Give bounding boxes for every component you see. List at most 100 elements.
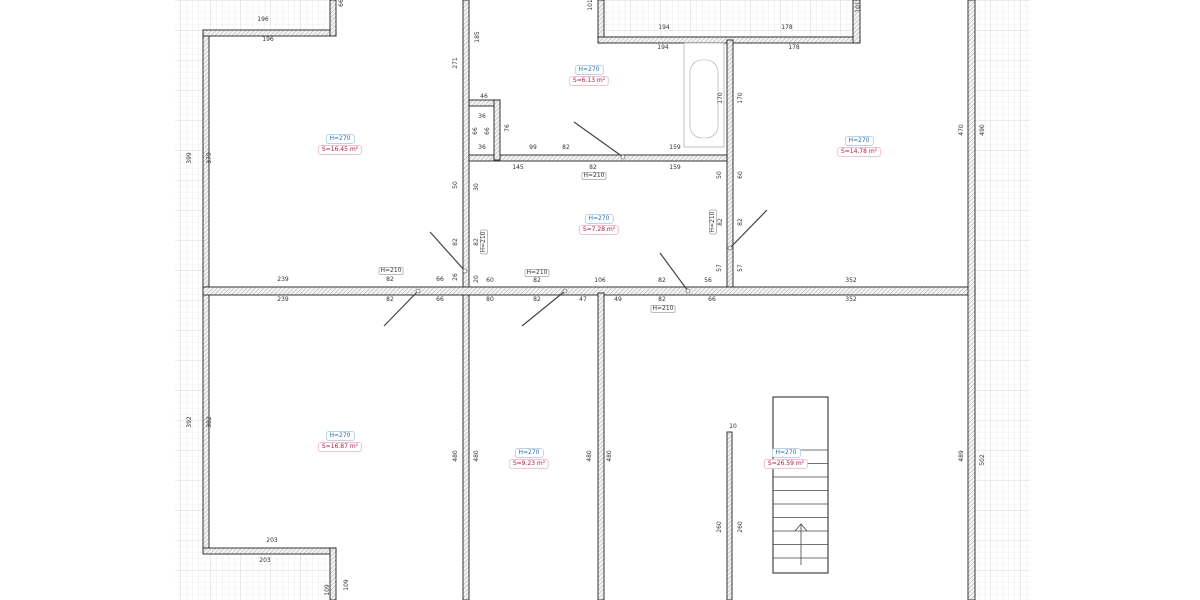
dimension-label: 66 [436, 276, 444, 283]
dimension-label: 352 [845, 277, 857, 284]
dimension-label: 382 [206, 416, 213, 428]
dimension-label: 480 [606, 450, 613, 462]
door-hinge [415, 288, 421, 294]
dimension-label: 57 [716, 264, 723, 272]
dimension-label: 30 [473, 183, 480, 191]
dimension-label: 480 [586, 450, 593, 462]
dimension-label: 82 [452, 238, 459, 246]
dimension-label: 194 [658, 24, 670, 31]
wall [726, 39, 734, 294]
room-height: H=270 [574, 65, 604, 75]
wall [852, 0, 861, 44]
dimension-label: 480 [473, 450, 480, 462]
dimension-label: 82 [658, 277, 666, 284]
dimension-label: 82 [533, 277, 541, 284]
bathtub-basin [689, 59, 719, 139]
dimension-label: 50 [452, 181, 459, 189]
door-leaf [729, 209, 768, 249]
room-area: S=14.78 m² [836, 147, 882, 157]
dimension-label: 76 [504, 124, 511, 132]
outside-grid [175, 0, 1030, 600]
room-height: H=270 [514, 448, 544, 458]
wall [468, 154, 728, 162]
wall [493, 99, 501, 161]
dimension-label: 178 [781, 24, 793, 31]
dimension-label: 10 [729, 423, 737, 430]
dimension-label: 109 [343, 579, 350, 591]
dimension-label: 106 [594, 277, 606, 284]
dimension-label: 271 [452, 57, 459, 69]
dimension-label: 196 [257, 16, 269, 23]
dimension-label: 352 [845, 296, 857, 303]
door-hinge [462, 268, 468, 274]
dimension-label: 379 [206, 152, 213, 164]
dimension-label: 470 [958, 124, 965, 136]
dimension-label: 178 [788, 44, 800, 51]
dimension-label: 239 [277, 276, 289, 283]
dimension-label: 60 [737, 171, 744, 179]
dimension-label: 66 [472, 127, 479, 135]
dimension-label: 99 [529, 144, 537, 151]
wall [202, 547, 337, 555]
wall [329, 547, 337, 600]
dimension-label: 26 [452, 273, 459, 281]
door-hinge [685, 288, 691, 294]
door-height-label: H=210 [480, 229, 488, 255]
dimension-label: 203 [259, 557, 271, 564]
dimension-label: 82 [589, 164, 597, 171]
wall [597, 292, 605, 600]
dimension-label: 399 [186, 152, 193, 164]
dimension-label: 502 [979, 454, 986, 466]
room-area: S=7.28 m² [578, 225, 620, 235]
dimension-label: 260 [716, 521, 723, 533]
dimension-label: 159 [669, 144, 681, 151]
door-height-label: H=210 [650, 305, 676, 313]
room-height: H=270 [325, 431, 355, 441]
dimension-label: 57 [737, 264, 744, 272]
dimension-label: 260 [737, 521, 744, 533]
dimension-label: 60 [486, 277, 494, 284]
door-height-label: H=210 [709, 209, 717, 235]
dimension-label: 194 [657, 44, 669, 51]
door-leaf [383, 290, 419, 327]
dimension-label: 47 [579, 296, 587, 303]
door-hinge [727, 245, 733, 251]
dimension-label: 66 [484, 127, 491, 135]
fixtures [383, 42, 829, 574]
dimension-label: 185 [474, 31, 481, 43]
door-leaf [573, 121, 624, 158]
room-height: H=270 [584, 214, 614, 224]
room-height: H=270 [844, 136, 874, 146]
dimension-label: 101 [855, 1, 862, 13]
wall [726, 431, 733, 600]
dimension-label: 196 [262, 36, 274, 43]
door-leaf [521, 290, 566, 327]
dimension-label: 109 [324, 584, 331, 596]
dimension-label: 66 [338, 0, 345, 7]
dimension-label: 80 [486, 296, 494, 303]
dimension-label: 66 [708, 296, 716, 303]
stair-direction-arrow-icon [794, 523, 808, 565]
dimension-label: 82 [737, 218, 744, 226]
wall [597, 0, 605, 44]
dimension-label: 82 [658, 296, 666, 303]
door-hinge [620, 154, 626, 160]
door-leaf [429, 231, 466, 272]
dimension-label: 145 [512, 164, 524, 171]
dimension-label: 203 [266, 537, 278, 544]
dimension-label: 170 [717, 92, 724, 104]
dimension-label: 66 [436, 296, 444, 303]
dimension-label: 490 [979, 124, 986, 136]
dimension-label: 36 [478, 113, 486, 120]
dimension-label: 489 [958, 450, 965, 462]
room-area: S=6.13 m² [568, 76, 610, 86]
dimension-label: 49 [614, 296, 622, 303]
room-area: S=16.45 m² [317, 145, 363, 155]
